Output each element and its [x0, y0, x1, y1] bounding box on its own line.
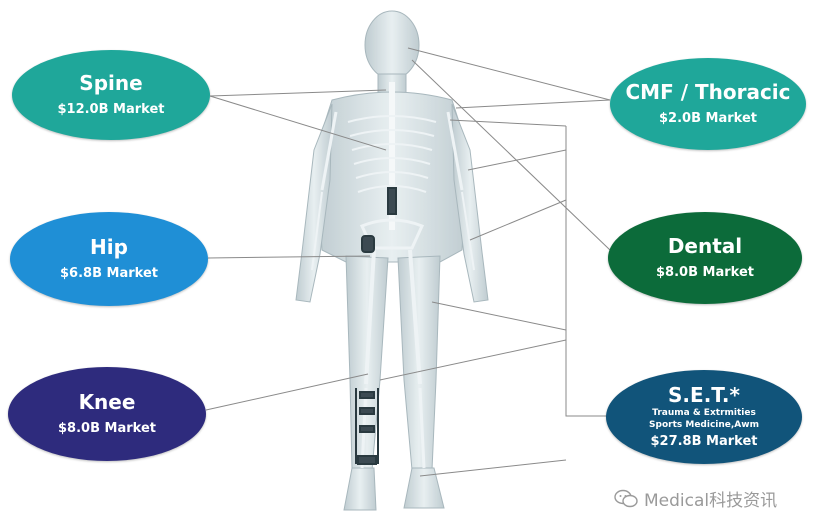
watermark-text: Medical科技资讯: [644, 486, 777, 511]
spine-market: $12.0B Market: [57, 101, 164, 119]
dental-title: Dental: [668, 234, 742, 258]
knee-title: Knee: [79, 390, 136, 414]
spine-title: Spine: [79, 71, 142, 95]
cmf-thoracic-segment: CMF / Thoracic $2.0B Market: [610, 58, 806, 150]
hip-segment: Hip $6.8B Market: [10, 212, 208, 306]
dental-segment: Dental $8.0B Market: [608, 212, 802, 304]
knee-market: $8.0B Market: [58, 420, 156, 438]
set-segment: S.E.T.* Trauma & Extrmities Sports Medic…: [606, 370, 802, 464]
hip-title: Hip: [90, 235, 128, 259]
cmf-thoracic-title: CMF / Thoracic: [625, 80, 790, 104]
cmf-thoracic-market: $2.0B Market: [659, 110, 757, 128]
spine-segment: Spine $12.0B Market: [12, 50, 210, 140]
wechat-icon: [614, 489, 638, 509]
set-market: $27.8B Market: [650, 433, 757, 451]
knee-segment: Knee $8.0B Market: [8, 367, 206, 461]
set-subtitle-line2: Sports Medicine,Awm: [649, 419, 759, 431]
watermark: Medical科技资讯: [614, 486, 777, 511]
set-subtitle-line1: Trauma & Extrmities: [652, 407, 756, 419]
dental-market: $8.0B Market: [656, 264, 754, 282]
set-title: S.E.T.*: [668, 383, 740, 407]
hip-market: $6.8B Market: [60, 265, 158, 283]
